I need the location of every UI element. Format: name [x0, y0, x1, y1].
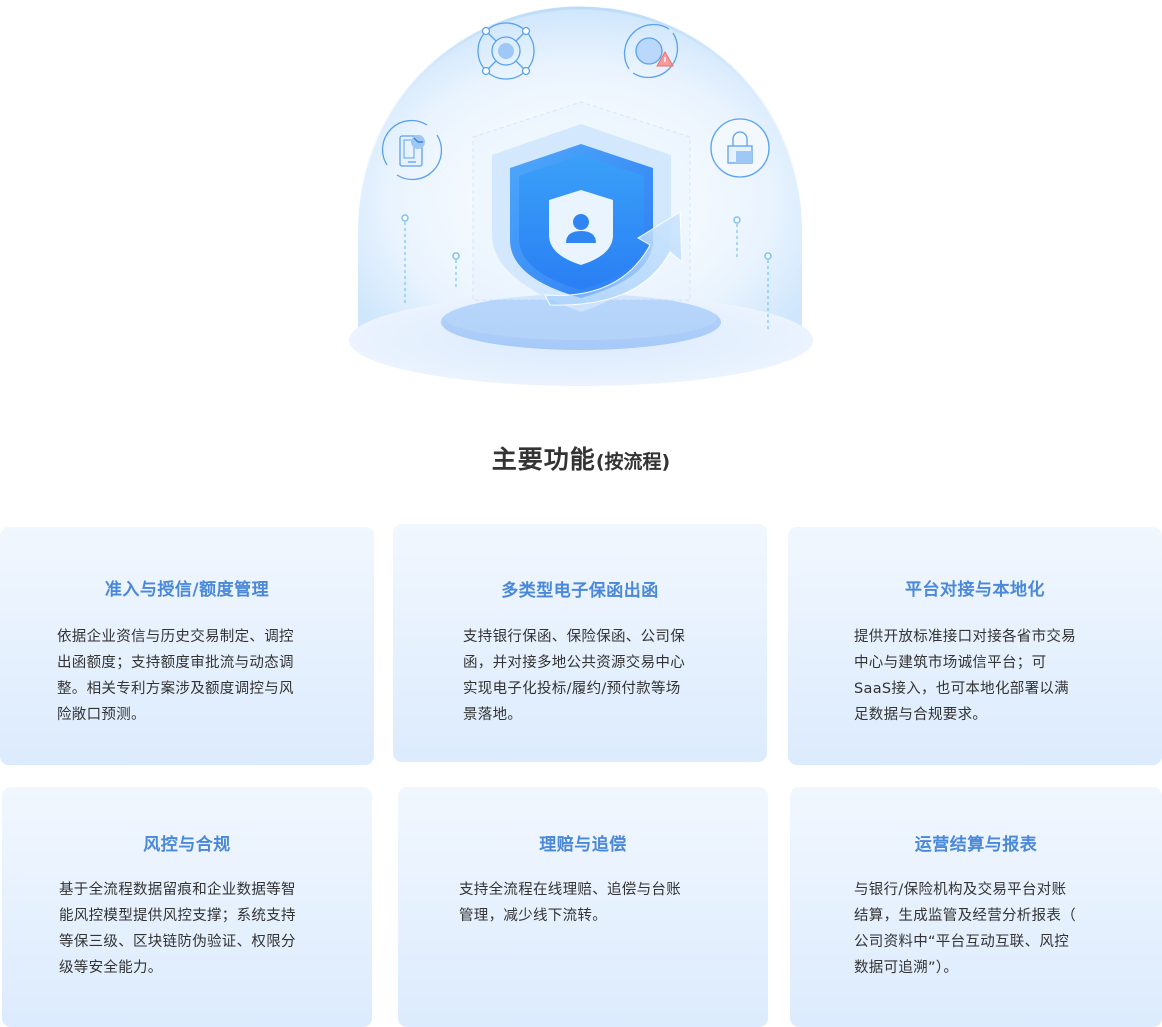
feature-card-title: 准入与授信/额度管理 [104, 580, 270, 600]
feature-card-description: 支持银行保函、保险保函、公司保 函，并对接多地公共资源交易中心 实现电子化投标/… [463, 629, 685, 723]
feature-card-title: 风控与合规 [143, 835, 231, 855]
feature-card-description: 基于全流程数据留痕和企业数据等智 能风控模型提供风控支撑；系统支持 等保三级、区… [59, 882, 296, 976]
shield-icon [510, 144, 653, 298]
feature-card-title: 多类型电子保函出函 [501, 581, 659, 601]
padlock-icon [710, 118, 770, 178]
section-title-main: 主要功能 [491, 445, 596, 474]
risk-alert-cycle-icon [623, 23, 679, 79]
feature-card-title: 运营结算与报表 [914, 835, 1038, 855]
section-title-subtitle: (按流程) [595, 451, 671, 473]
feature-card-description: 与银行/保险机构及交易平台对账 结算，生成监管及经营分析报表（ 公司资料中“平台… [854, 882, 1076, 976]
hero-illustration [340, 0, 820, 400]
feature-card-platform-integration: 平台对接与本地化 提供开放标准接口对接各省市交易 中心与建筑市场诚信平台；可 S… [788, 527, 1162, 765]
user-icon [566, 214, 596, 243]
upward-arrow-icon [544, 211, 683, 306]
feature-card-settlement-reports: 运营结算与报表 与银行/保险机构及交易平台对账 结算，生成监管及经营分析报表（ … [790, 787, 1162, 1027]
feature-card-risk-compliance: 风控与合规 基于全流程数据留痕和企业数据等智 能风控模型提供风控支撑；系统支持 … [2, 787, 372, 1027]
document-clock-cycle-icon [381, 119, 443, 181]
feature-card-title: 平台对接与本地化 [905, 580, 1045, 600]
feature-card-description: 提供开放标准接口对接各省市交易 中心与建筑市场诚信平台；可 SaaS接入，也可本… [854, 629, 1076, 723]
feature-card-credit-limit: 准入与授信/额度管理 依据企业资信与历史交易制定、调控 出函额度；支持额度审批流… [0, 527, 374, 765]
feature-card-title: 理赔与追偿 [539, 835, 627, 855]
feature-card-e-guarantee: 多类型电子保函出函 支持银行保函、保险保函、公司保 函，并对接多地公共资源交易中… [393, 524, 767, 762]
network-nodes-icon [477, 22, 535, 80]
feature-card-description: 支持全流程在线理赔、追偿与台账 管理，减少线下流转。 [459, 882, 681, 924]
feature-card-description: 依据企业资信与历史交易制定、调控 出函额度；支持额度审批流与动态调 整。相关专利… [57, 629, 294, 723]
section-title: 主要功能(按流程) [0, 440, 1162, 476]
feature-card-claims-recovery: 理赔与追偿 支持全流程在线理赔、追偿与台账 管理，减少线下流转。 [398, 787, 768, 1027]
